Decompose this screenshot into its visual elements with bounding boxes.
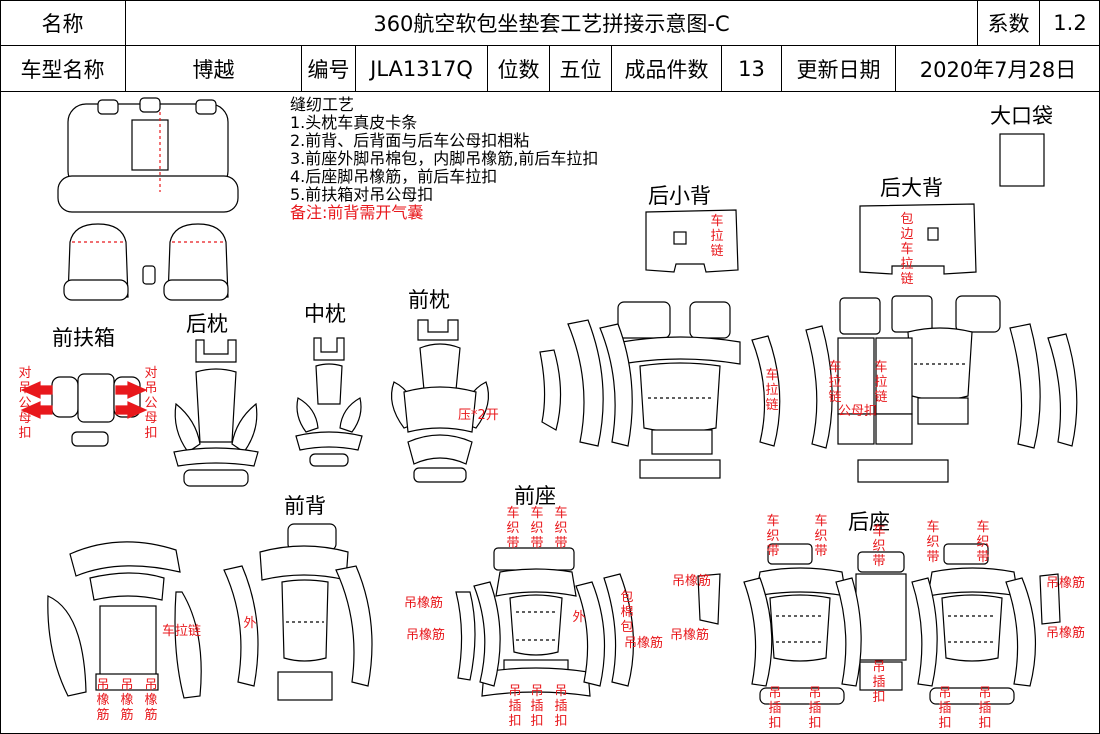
label-outer-front-back: 外 [243, 616, 257, 631]
section-title-front-seat: 前座 [514, 484, 556, 508]
coef-label: 系数 [978, 0, 1040, 46]
label-elastic-rear-seat: 吊橡筋 [1046, 576, 1086, 591]
label-webbing-rear-seat-center: 车织带 [872, 524, 886, 569]
front-back-pieces [47, 523, 373, 701]
front-pillow-pieces [391, 319, 489, 483]
label-buckle-rear-seat: 吊插扣 [938, 686, 952, 731]
label-edge-zipper: 包边车拉链 [900, 212, 914, 287]
label-elastic-front-back: 吊橡筋 [144, 678, 158, 723]
label-paired-snap-right: 对吊公母扣 [144, 366, 158, 441]
label-buckle-front-seat: 吊插扣 [554, 684, 568, 729]
notes-item: 3.前座外脚吊棉包，内脚吊橡筋,前后车拉扣 [290, 149, 599, 168]
label-zipper-front-back: 车拉链 [162, 624, 202, 639]
label-webbing-rear-seat: 车织带 [814, 514, 828, 559]
notes-remark: 备注:前背需开气囊 [290, 203, 424, 222]
notes-heading: 缝纫工艺 [290, 95, 355, 114]
section-title-rear-seat: 后座 [848, 510, 890, 534]
section-title-big-pocket: 大口袋 [990, 104, 1053, 128]
label-elastic-front-seat: 吊橡筋 [404, 596, 444, 611]
count-value: 13 [722, 46, 782, 92]
model-value: 博越 [126, 46, 302, 92]
rear-big-back-pieces [805, 203, 1078, 483]
overview-rear-seat [57, 97, 239, 213]
label-buckle-front-seat: 吊插扣 [508, 684, 522, 729]
model-label: 车型名称 [0, 46, 126, 92]
section-title-mid-pillow: 中枕 [304, 302, 346, 326]
label-buckle-rear-seat: 吊插扣 [768, 686, 782, 731]
front-seat-pieces [455, 547, 635, 697]
label-elastic-rear-seat: 吊橡筋 [672, 574, 712, 589]
section-title-front-back: 前背 [284, 494, 326, 518]
sheet-title: 360航空软包坐垫套工艺拼接示意图-C [126, 0, 978, 46]
position-value: 五位 [550, 46, 612, 92]
position-label: 位数 [488, 46, 550, 92]
front-armrest-pieces [20, 373, 148, 447]
section-title-rear-small-back: 后小背 [648, 184, 711, 208]
notes-item: 2.前背、后背面与后车公母扣相粘 [290, 131, 530, 150]
label-elastic-front-seat: 吊橡筋 [406, 628, 446, 643]
name-label: 名称 [0, 0, 126, 46]
label-elastic-rear-seat: 吊橡筋 [1046, 626, 1086, 641]
count-label: 成品件数 [612, 46, 722, 92]
label-webbing-front-seat: 车织带 [530, 506, 544, 551]
label-buckle-rear-seat: 吊插扣 [978, 686, 992, 731]
label-press-open: 压*2开 [458, 408, 499, 423]
section-title-front-pillow: 前枕 [408, 288, 450, 312]
label-webbing-front-seat: 车织带 [506, 506, 520, 551]
label-zipper-big-back-left: 车拉链 [828, 360, 842, 405]
label-elastic-front-seat-side: 吊橡筋 [624, 636, 664, 651]
overview-front-seats [63, 223, 229, 301]
date-label: 更新日期 [782, 46, 896, 92]
mid-pillow-pieces [295, 337, 363, 467]
code-label: 编号 [302, 46, 356, 92]
label-webbing-rear-seat: 车织带 [766, 514, 780, 559]
label-zipper-big-back-right: 车拉链 [874, 360, 888, 405]
rear-small-back-pieces [539, 209, 781, 479]
section-title-rear-big-back: 后大背 [880, 176, 943, 200]
label-buckle-front-seat: 吊插扣 [530, 684, 544, 729]
label-paired-snap-left: 对吊公母扣 [18, 366, 32, 441]
section-title-front-armrest: 前扶箱 [52, 326, 115, 350]
notes-item: 1.头枕车真皮卡条 [290, 113, 418, 132]
code-value: JLA1317Q [356, 46, 488, 92]
label-cotton-pack: 包棉包 [620, 590, 634, 635]
label-buckle-rear-seat: 吊插扣 [808, 686, 822, 731]
label-webbing-rear-seat: 车织带 [926, 520, 940, 565]
label-buckle-rear-seat-center: 吊插扣 [872, 660, 886, 705]
label-elastic-rear-seat: 吊橡筋 [670, 628, 710, 643]
label-outer-front-seat: 外 [572, 610, 586, 625]
label-webbing-rear-seat: 车织带 [976, 520, 990, 565]
rear-pillow-pieces [173, 339, 259, 487]
notes-item: 5.前扶箱对吊公母扣 [290, 185, 434, 204]
section-title-rear-pillow: 后枕 [186, 312, 228, 336]
label-webbing-front-seat: 车织带 [554, 506, 568, 551]
rear-seat-pieces [697, 543, 1061, 705]
big-pocket-piece [999, 133, 1045, 187]
label-zipper-small-back-side: 车拉链 [765, 368, 779, 413]
coef-value: 1.2 [1040, 0, 1100, 46]
date-value: 2020年7月28日 [896, 46, 1100, 92]
sewing-notes: 缝纫工艺 1.头枕车真皮卡条 2.前背、后背面与后车公母扣相粘 3.前座外脚吊棉… [290, 96, 598, 222]
notes-item: 4.后座脚吊橡筋，前后车拉扣 [290, 167, 498, 186]
label-elastic-front-back: 吊橡筋 [120, 678, 134, 723]
pattern-drawing [20, 97, 1078, 705]
label-zipper-small-back: 车拉链 [710, 214, 724, 259]
label-snap-big-back: 公母扣 [838, 404, 878, 419]
label-elastic-front-back: 吊橡筋 [96, 678, 110, 723]
